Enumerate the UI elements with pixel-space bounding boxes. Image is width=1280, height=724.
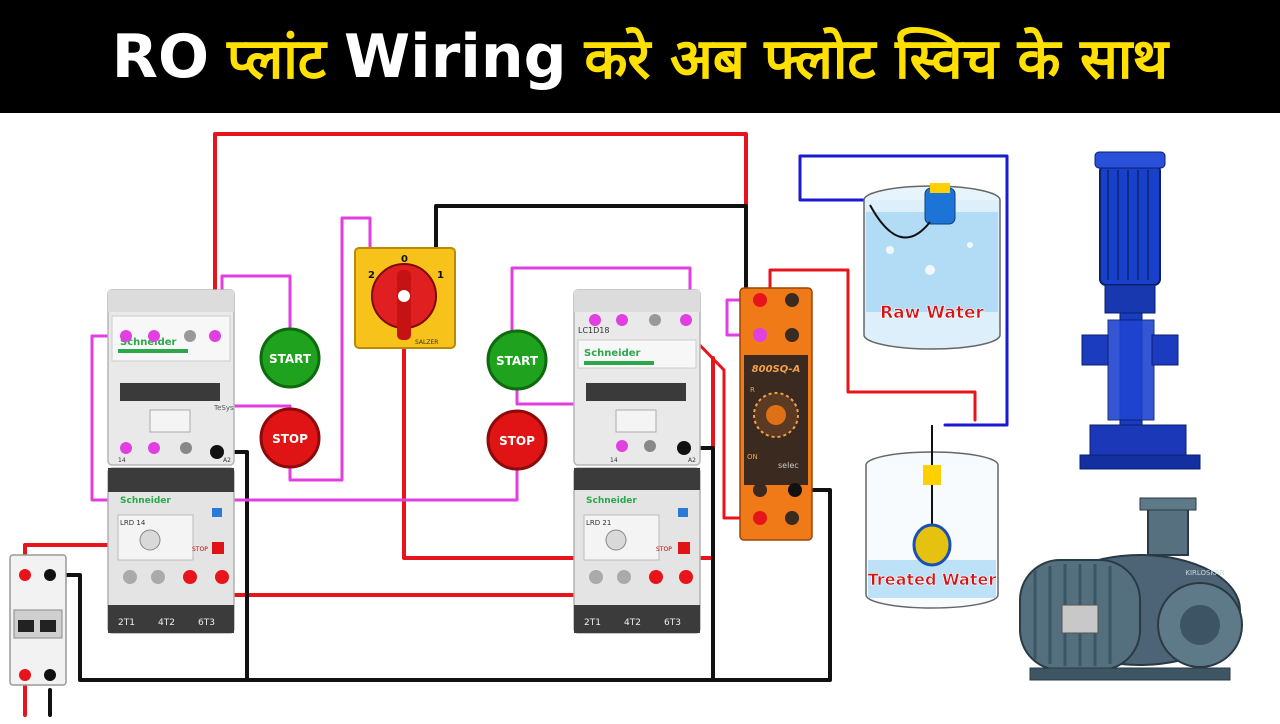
selector-pos-1: 1 bbox=[437, 270, 444, 281]
selector-brand: SALZER bbox=[415, 339, 438, 346]
centrifugal-pump: KIRLOSKAR bbox=[1019, 497, 1243, 681]
svg-text:START: START bbox=[496, 354, 539, 368]
svg-text:STOP: STOP bbox=[499, 434, 535, 448]
stop-button-right[interactable]: STOP bbox=[486, 409, 548, 471]
svg-text:START: START bbox=[269, 352, 312, 366]
title-banner: RO प्लांट Wiring करे अब फ्लोट स्विच के स… bbox=[0, 0, 1280, 113]
right-relay-t1: 2T1 bbox=[584, 618, 601, 628]
right-contactor-aux-a2: A2 bbox=[688, 457, 696, 464]
left-contactor-brand: Schneider bbox=[120, 337, 177, 348]
title-wiring: Wiring bbox=[343, 21, 567, 92]
selector-switch[interactable]: 2 0 1 SALZER bbox=[354, 247, 456, 349]
left-relay-stop: STOP bbox=[192, 546, 208, 553]
wire-red-timer-tank bbox=[768, 268, 977, 422]
left-relay-brand: Schneider bbox=[120, 496, 171, 506]
stop-button-left[interactable]: STOP bbox=[259, 407, 321, 469]
timer-brand: selec bbox=[778, 461, 799, 470]
right-relay-brand: Schneider bbox=[586, 496, 637, 506]
timer-model: 800SQ-A bbox=[752, 364, 801, 375]
wire-black-selector bbox=[434, 204, 748, 300]
left-relay-t3: 6T3 bbox=[198, 618, 215, 628]
mcb-breaker[interactable] bbox=[9, 554, 67, 686]
contactor-left: Schneider 14 A2 TeSys bbox=[107, 289, 235, 466]
relay-left: Schneider LRD 14 STOP 2T1 4T2 6T3 bbox=[107, 467, 235, 634]
left-contactor-side: TeSys bbox=[213, 404, 234, 412]
start-button-right[interactable]: START bbox=[486, 329, 548, 391]
title-plant: प्लांट bbox=[227, 26, 326, 92]
raw-water-label: Raw Water bbox=[880, 303, 984, 323]
treated-water-label: Treated Water bbox=[868, 570, 997, 589]
title-ro: RO bbox=[111, 21, 209, 92]
right-relay-t3: 6T3 bbox=[664, 618, 681, 628]
vertical-pump bbox=[1079, 151, 1201, 470]
left-relay-model: LRD 14 bbox=[120, 519, 146, 527]
raw-water-tank: Raw Water bbox=[863, 183, 1001, 350]
right-contactor-brand: Schneider bbox=[584, 348, 641, 359]
right-relay-model: LRD 21 bbox=[586, 519, 611, 527]
timer-relay: 800SQ-A R ON selec bbox=[739, 287, 813, 541]
right-relay-t2: 4T2 bbox=[624, 618, 641, 628]
wiring-diagram: Schneider 14 A2 TeSys Schneider LRD 14 S… bbox=[0, 113, 1280, 720]
wire-red-top bbox=[213, 132, 748, 300]
relay-right: Schneider LRD 21 STOP 2T1 4T2 6T3 bbox=[573, 467, 701, 634]
left-relay-t2: 4T2 bbox=[158, 618, 175, 628]
wire-blue bbox=[798, 154, 1009, 427]
centrifugal-pump-brand: KIRLOSKAR bbox=[1185, 569, 1224, 577]
title-hindi-suffix: करे अब फ्लोट स्विच के साथ bbox=[584, 26, 1169, 92]
right-contactor-model: LC1D18 bbox=[578, 326, 609, 335]
wire-pink-left-loop bbox=[90, 334, 519, 502]
svg-text:STOP: STOP bbox=[272, 432, 308, 446]
start-button-left[interactable]: START bbox=[259, 327, 321, 389]
right-contactor-aux-14: 14 bbox=[610, 457, 618, 464]
selector-pos-2: 2 bbox=[368, 270, 375, 281]
left-contactor-aux-a2: A2 bbox=[223, 457, 231, 464]
left-relay-t1: 2T1 bbox=[118, 618, 135, 628]
timer-label-r: R bbox=[750, 386, 755, 394]
right-relay-stop: STOP bbox=[656, 546, 672, 553]
wire-black-main bbox=[48, 488, 832, 682]
wire-pink-left-bottom bbox=[288, 216, 372, 482]
contactor-right: LC1D18 Schneider 14 A2 bbox=[573, 289, 701, 466]
timer-label-on: ON bbox=[747, 453, 758, 461]
selector-pos-0: 0 bbox=[401, 254, 408, 265]
left-contactor-aux-14: 14 bbox=[118, 457, 126, 464]
treated-water-tank: Treated Water bbox=[865, 425, 999, 609]
